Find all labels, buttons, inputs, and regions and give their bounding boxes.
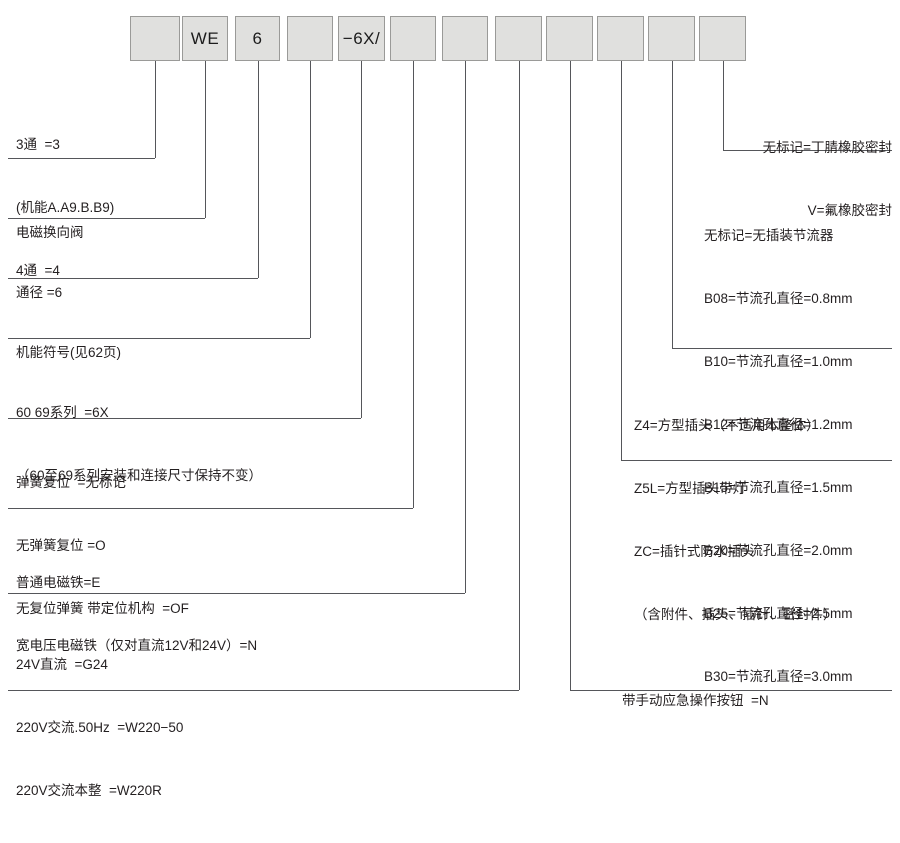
code-box-6[interactable]	[442, 16, 488, 61]
leader-line-connector-plug-vertical	[621, 61, 622, 460]
callout-spring-return-line-1: 无弹簧复位 =O	[16, 538, 106, 553]
code-box-11[interactable]	[699, 16, 746, 61]
callout-connector-plug: Z4=方型插头（不适用本整体） Z5L=方型插头带灯 ZC=插针式防水插头 （含…	[634, 373, 899, 667]
leader-line-valve-type-vertical	[205, 61, 206, 218]
callout-ways: 3通 =3 (机能A.A9.B.B9) 4通 =4	[16, 92, 246, 323]
leader-line-spring-return-vertical	[413, 61, 414, 508]
code-box-8[interactable]	[546, 16, 593, 61]
leader-line-spool-symbol-vertical	[310, 61, 311, 338]
callout-solenoid-type-line-0: 普通电磁铁=E	[16, 575, 101, 590]
leader-line-series-horizontal	[8, 418, 361, 419]
code-box-5[interactable]	[390, 16, 436, 61]
leader-line-ways-vertical	[155, 61, 156, 158]
callout-connector-line-3: （含附件、插头、插针、密封件）	[634, 607, 837, 622]
callout-ways-line-0: 3通 =3	[16, 137, 60, 152]
callout-connector-line-1: Z5L=方型插头带灯	[634, 481, 747, 496]
callout-seal-material: 无标记=丁腈橡胶密封 V=氟橡胶密封	[632, 95, 892, 263]
leader-line-solenoid-type-horizontal	[8, 593, 465, 594]
callout-spring-return-line-0: 弹簧复位 =无标记	[16, 475, 126, 490]
code-box-4-series[interactable]: −6X/	[338, 16, 385, 61]
callout-solenoid-type-line-1: 宽电压电磁铁（仅对直流12V和24V）=N	[16, 638, 258, 653]
callout-solenoid-type: 普通电磁铁=E 宽电压电磁铁（仅对直流12V和24V）=N	[16, 530, 396, 698]
callout-valve-type-line-0: 电磁换向阀	[16, 225, 84, 240]
callout-manual-override-line-0: 带手动应急操作按钮 =N	[622, 693, 769, 708]
callout-orifice-line-1: B08=节流孔直径=0.8mm	[704, 291, 853, 306]
callout-orifice-line-6: B25=节流孔直径=2.5mm	[704, 606, 853, 621]
callout-orifice-line-5: B20=节流孔直径=2.0mm	[704, 543, 853, 558]
leader-line-size-horizontal	[8, 278, 258, 279]
callout-connector-line-2: ZC=插针式防水插头	[634, 544, 755, 559]
leader-line-orifice-vertical	[672, 61, 673, 348]
leader-line-manual-override-vertical	[570, 61, 571, 690]
callout-spring-return: 弹簧复位 =无标记 无弹簧复位 =O 无复位弹簧 带定位机构 =OF	[16, 430, 366, 661]
callout-orifice-line-4: B15=节流孔直径=1.5mm	[704, 480, 853, 495]
code-box-9[interactable]	[597, 16, 644, 61]
leader-line-seal-horizontal	[723, 150, 892, 151]
callout-connector-line-0: Z4=方型插头（不适用本整体）	[634, 418, 820, 433]
leader-line-solenoid-type-vertical	[465, 61, 466, 593]
leader-line-orifice-horizontal	[672, 348, 892, 349]
callout-orifice-throttle: 无标记=无插装节流器 B08=节流孔直径=0.8mm B10=节流孔直径=1.0…	[704, 183, 900, 729]
callout-valve-type: 电磁换向阀	[16, 180, 246, 285]
code-box-2-size[interactable]: 6	[235, 16, 280, 61]
callout-size: 通径 =6	[16, 240, 246, 345]
callout-voltage-line-1: 220V交流.50Hz =W220−50	[16, 720, 184, 735]
callout-manual-override: 带手动应急操作按钮 =N	[622, 648, 892, 753]
leader-line-voltage-horizontal	[8, 690, 519, 691]
code-box-1-we[interactable]: WE	[182, 16, 228, 61]
callout-spool-symbol: 机能符号(见62页)	[16, 300, 266, 405]
callout-spool-symbol-line-0: 机能符号(见62页)	[16, 345, 122, 360]
callout-ways-line-2: 4通 =4	[16, 263, 60, 278]
leader-line-voltage-vertical	[519, 61, 520, 690]
callout-seal-material-line-0: 无标记=丁腈橡胶密封	[762, 140, 892, 155]
callout-spring-return-line-2: 无复位弹簧 带定位机构 =OF	[16, 601, 189, 616]
code-box-10[interactable]	[648, 16, 695, 61]
callout-voltage-line-2: 220V交流本整 =W220R	[16, 783, 162, 798]
leader-line-spring-return-horizontal	[8, 508, 413, 509]
coding-chart-diagram: WE 6 −6X/ 3通 =3 (机能A.A9.B.B9)	[8, 16, 899, 798]
callout-size-line-0: 通径 =6	[16, 285, 63, 300]
callout-series: 60 69系列 =6X （60至69系列安装和连接尺寸保持不变）	[16, 360, 346, 528]
leader-line-series-vertical	[361, 61, 362, 418]
leader-line-size-vertical	[258, 61, 259, 278]
leader-line-ways-horizontal	[8, 158, 155, 159]
leader-line-connector-plug-horizontal	[621, 460, 892, 461]
callout-seal-material-line-1: V=氟橡胶密封	[807, 203, 892, 218]
leader-line-spool-symbol-horizontal	[8, 338, 310, 339]
callout-orifice-line-3: B12=节流孔直径=1.2mm	[704, 417, 853, 432]
callout-series-line-1: （60至69系列安装和连接尺寸保持不变）	[16, 468, 263, 483]
callout-orifice-line-2: B10=节流孔直径=1.0mm	[704, 354, 853, 369]
leader-line-seal-vertical	[723, 61, 724, 150]
callout-voltage: 24V直流 =G24 220V交流.50Hz =W220−50 220V交流本整…	[16, 612, 396, 843]
callout-series-line-0: 60 69系列 =6X	[16, 405, 109, 420]
code-box-0[interactable]	[130, 16, 180, 61]
code-box-7[interactable]	[495, 16, 542, 61]
callout-ways-line-1: (机能A.A9.B.B9)	[16, 200, 115, 215]
callout-orifice-line-0: 无标记=无插装节流器	[704, 228, 834, 243]
callout-orifice-line-7: B30=节流孔直径=3.0mm	[704, 669, 853, 684]
code-box-3[interactable]	[287, 16, 333, 61]
leader-line-valve-type-horizontal	[8, 218, 205, 219]
callout-voltage-line-0: 24V直流 =G24	[16, 657, 108, 672]
leader-line-manual-override-horizontal	[570, 690, 892, 691]
